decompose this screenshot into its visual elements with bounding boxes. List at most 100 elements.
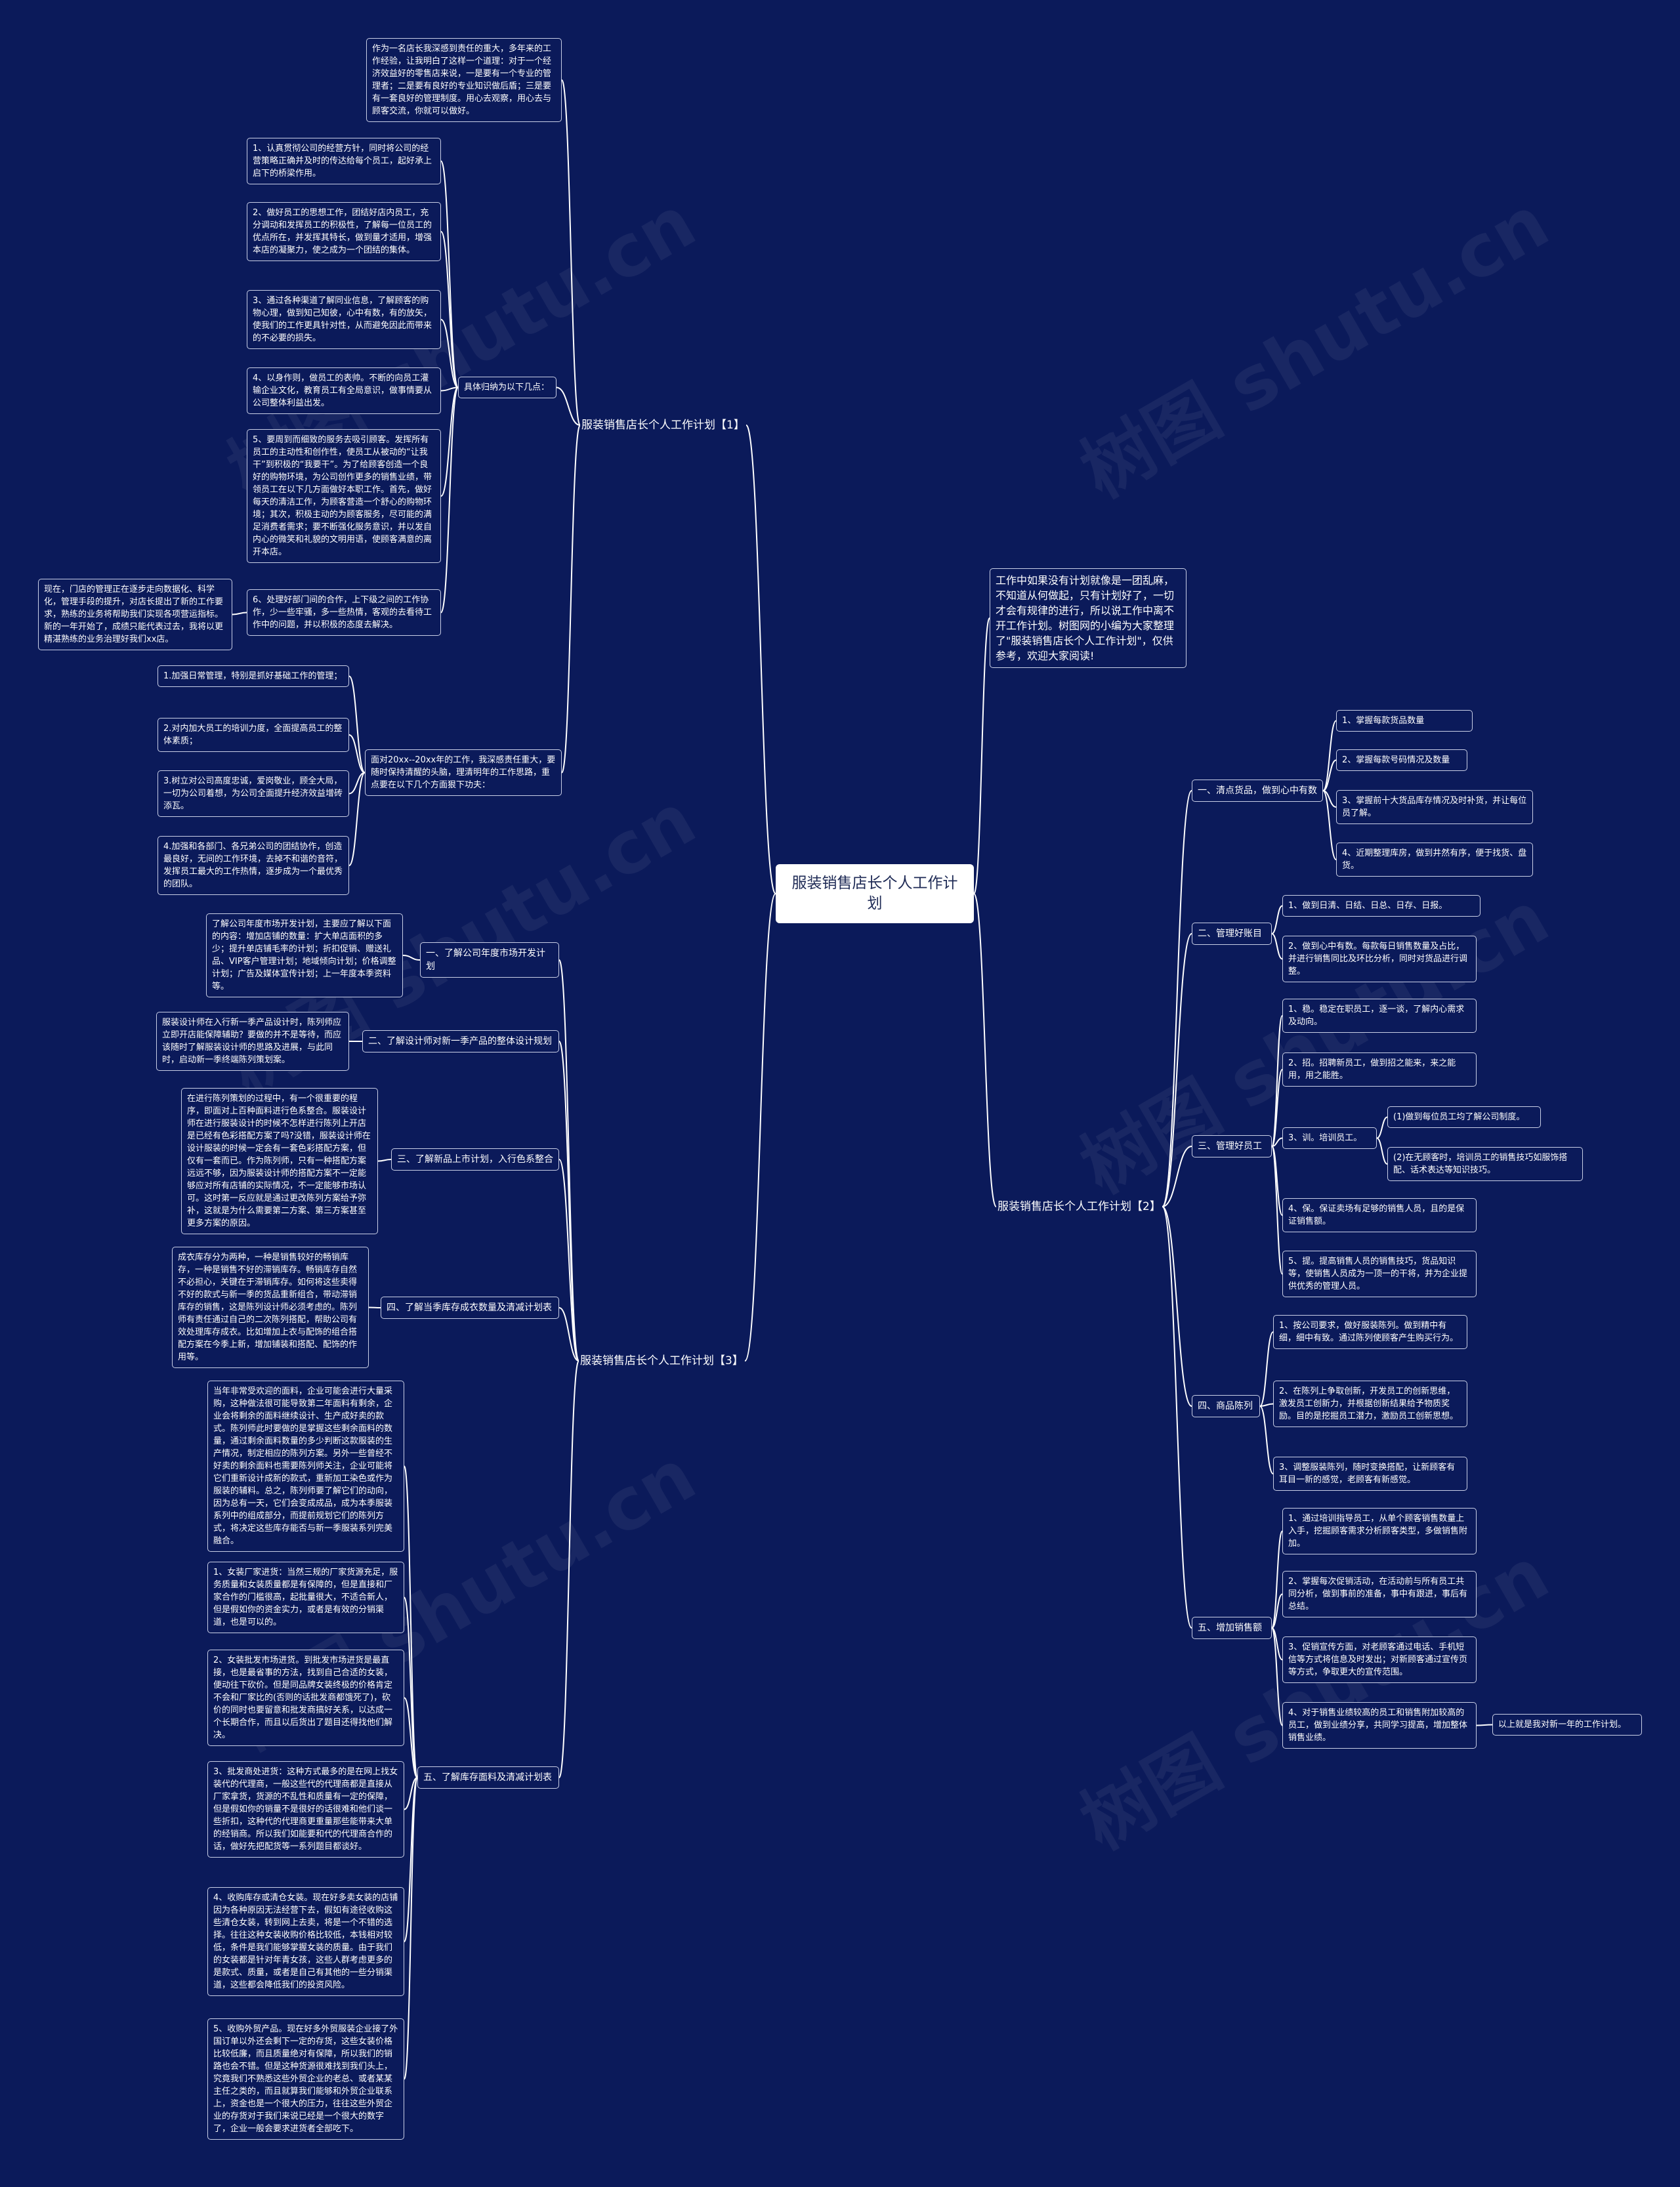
connector-line — [1271, 1015, 1283, 1147]
connector-line — [556, 386, 581, 426]
t3-section[interactable]: 二、了解设计师对新一季产品的整体设计规划 — [362, 1030, 559, 1052]
connector-line — [1476, 1724, 1493, 1726]
connector-line — [232, 612, 247, 615]
t2-item[interactable]: 5、提。提高销售人员的销售技巧，货品知识等，使销售人员成为一顶一的干将，并为企业… — [1282, 1251, 1477, 1297]
t2-section[interactable]: 一、清点货品，做到心中有数 — [1192, 780, 1323, 802]
connector-line — [1271, 1627, 1283, 1726]
t1-point[interactable]: 2、做好员工的思想工作，团结好店内员工，充分调动和发挥员工的积极性，了解每一位员… — [247, 202, 441, 261]
connector-line — [558, 959, 579, 1362]
t3-section[interactable]: 三、了解新品上市计划，入行色系整合 — [391, 1148, 559, 1171]
connector-line — [440, 231, 459, 388]
t1-year-point[interactable]: 4.加强和各部门、各兄弟公司的团结协作，创造最良好，无间的工作环境，去掉不和谐的… — [158, 836, 349, 895]
t1-point[interactable]: 3、通过各种渠道了解同业信息，了解顾客的购物心理，做到知己知彼，心中有数，有的放… — [247, 290, 441, 349]
connector-line — [1322, 720, 1337, 791]
connector-line — [1259, 1331, 1274, 1407]
connector-line — [1376, 1137, 1388, 1165]
connector-line — [404, 1777, 418, 1942]
topic-1[interactable]: 服装销售店长个人工作计划【1】 — [581, 419, 745, 432]
connector-line — [440, 386, 459, 614]
t2-item[interactable]: 1、做到日清、日结、日总、日存、日报。 — [1282, 895, 1480, 917]
t2-item[interactable]: 4、对于销售业绩较高的员工和销售附加较高的员工，做到业绩分享，共同学习提高，增加… — [1282, 1702, 1477, 1749]
connector-line — [558, 1041, 579, 1362]
t3-text[interactable]: 成衣库存分为两种，一种是销售较好的畅销库存，一种是销售不好的滞销库存。畅销库存自… — [172, 1247, 369, 1368]
t1-point[interactable]: 4、以身作则，做员工的表帅。不断的向员工灌输企业文化，教育员工有全局意识，做事情… — [247, 367, 441, 414]
connector-line — [1162, 1146, 1192, 1207]
t1-year-point[interactable]: 3.树立对公司高度忠诚，爱岗敬业，顾全大局，一切为公司着想，为公司全面提升经济效… — [158, 770, 349, 817]
connector-line — [1271, 1069, 1283, 1147]
t2-item[interactable]: 3、掌握前十大货品库存情况及时补货，并让每位员了解。 — [1336, 790, 1533, 824]
t2-item[interactable]: 4、近期整理库房，做到井然有序，便于找货、盘货。 — [1336, 843, 1533, 877]
t2-section[interactable]: 五、增加销售额 — [1192, 1617, 1272, 1639]
t2-section[interactable]: 二、管理好账目 — [1192, 923, 1272, 945]
connector-line — [402, 955, 421, 961]
connector-line — [558, 1159, 579, 1362]
t3-text[interactable]: 在进行陈列策划的过程中，有一个很重要的程序，即面对上百种面料进行色系整合。服装设… — [181, 1088, 378, 1234]
t2-item[interactable]: 4、保。保证卖场有足够的销售人员，且的是保证销售额。 — [1282, 1198, 1477, 1232]
t2-item[interactable]: 3、促销宣传方面，对老顾客通过电话、手机短信等方式将信息及时发出；对新顾客通过宣… — [1282, 1636, 1477, 1683]
t2-section[interactable]: 四、商品陈列 — [1192, 1395, 1260, 1417]
t2-section[interactable]: 三、管理好员工 — [1192, 1135, 1272, 1157]
t1-year-point[interactable]: 2.对内加大员工的培训力度，全面提高员工的整体素质； — [158, 718, 349, 752]
t2-item[interactable]: 2、掌握每款号码情况及数量 — [1336, 749, 1467, 771]
t2-item[interactable]: 2、掌握每次促销活动，在活动前与所有员工共同分析，做到事前的准备，事中有跟进，事… — [1282, 1571, 1477, 1617]
connector-line — [404, 1596, 418, 1778]
t1-point[interactable]: 5、要周到而细致的服务去吸引顾客。发挥所有员工的主动性和创作性，使员工从被动的“… — [247, 429, 441, 563]
t3-section[interactable]: 四、了解当季库存成衣数量及清减计划表 — [381, 1297, 559, 1319]
connector-line — [561, 79, 581, 426]
connector-line — [1162, 1206, 1192, 1407]
t3-item[interactable]: 2、女装批发市场进货。到批发市场进货是最直接，也是最省事的方法，找到自己合适的女… — [207, 1650, 404, 1746]
t3-item[interactable]: 1、女装厂家进货：当然三规的厂家货源充足，服务质量和女装质量都是有保障的，但是直… — [207, 1562, 404, 1633]
topic-3[interactable]: 服装销售店长个人工作计划【3】 — [580, 1354, 744, 1367]
connector-line — [744, 893, 776, 1362]
t3-text[interactable]: 服装设计师在入行新一季产品设计时，陈列师应立即开店能保障辅助？要做的并不是等待，… — [156, 1012, 349, 1071]
t1-label[interactable]: 具体归纳为以下几点： — [458, 377, 556, 398]
t2-training[interactable]: (1)做到每位员工均了解公司制度。 — [1387, 1106, 1541, 1128]
t2-item[interactable]: 2、在陈列上争取创新，开发员工的创新思维，激发员工创新力，并根据创新结果给予物质… — [1273, 1381, 1467, 1427]
t1-year-point[interactable]: 1.加强日常管理，特别是抓好基础工作的管理； — [158, 665, 349, 687]
connector-line — [404, 1697, 418, 1778]
t2-item[interactable]: 2、招。招聘新员工，做到招之能来，来之能用，用之能胜。 — [1282, 1052, 1477, 1087]
connector-line — [973, 893, 997, 1207]
t3-item[interactable]: 3、批发商处进货：这种方式最多的是在网上找女装代的代理商，一般这些代的代理商都是… — [207, 1761, 404, 1858]
connector-line — [1271, 1593, 1283, 1629]
t1-point[interactable]: 6、处理好部门间的合作，上下级之间的工作协作，少一些牢骚，多一些热情，客观的去看… — [247, 589, 441, 636]
connector-line — [348, 772, 366, 866]
t2-item[interactable]: 2、做到心中有数。每款每日销售数量及占比，并进行销售同比及环比分析，同时对货品进… — [1282, 936, 1477, 982]
t2-item[interactable]: 3、调整服装陈列，随时变换搭配，让新顾客有耳目一新的感觉，老顾客有新感觉。 — [1273, 1457, 1467, 1491]
t3-item[interactable]: 5、收购外贸产品。现在好多外贸服装企业接了外国订单以外还会剩下一定的存货，这些女… — [207, 2018, 404, 2140]
t1-intro[interactable]: 作为一名店长我深感到责任的重大，多年来的工作经验，让我明白了这样一个道理：对于一… — [366, 38, 562, 122]
t1-point[interactable]: 1、认真贯彻公司的经营方针，同时将公司的经营策略正确并及时的传达给每个员工，起好… — [247, 138, 441, 184]
t1-side-note[interactable]: 现在，门店的管理正在逐步走向数据化、科学化，管理手段的提升，对店长提出了新的工作… — [38, 579, 232, 650]
connector-line — [1259, 1406, 1274, 1474]
topic-2[interactable]: 服装销售店长个人工作计划【2】 — [998, 1200, 1161, 1213]
connector-line — [440, 319, 459, 388]
t3-item[interactable]: 当年非常受欢迎的面料，企业可能会进行大量采购，这种做法很可能导致第二年面料有剩余… — [207, 1381, 404, 1552]
connector-line — [746, 425, 776, 894]
connector-line — [558, 1307, 579, 1362]
t3-section[interactable]: 五、了解库存面料及清减计划表 — [417, 1766, 559, 1789]
connector-line — [440, 386, 459, 392]
t2-item[interactable]: 1、稳。稳定在职员工，逐一谈，了解内心需求及动向。 — [1282, 999, 1477, 1033]
connector-line — [348, 734, 366, 774]
connector-line — [404, 1777, 418, 2080]
t3-text[interactable]: 了解公司年度市场开发计划，主要应了解以下面的内容：增加店铺的数量：扩大单店面积的… — [206, 913, 403, 997]
t2-item[interactable]: 1、按公司要求，做好服装陈列。做到精中有细，细中有致。通过陈列使顾客产生购买行为… — [1273, 1315, 1467, 1349]
intro-note[interactable]: 工作中如果没有计划就像是一团乱麻，不知道从何做起，只有计划好了，一切才会有规律的… — [990, 568, 1186, 668]
t2-closing[interactable]: 以上就是我对新一年的工作计划。 — [1492, 1714, 1642, 1736]
t1-year-intro[interactable]: 面对20xx--20xx年的工作，我深感责任重大，要随时保持清醒的头脑，理清明年… — [365, 749, 562, 796]
connector-line — [348, 675, 366, 774]
connector-line — [1376, 1116, 1388, 1139]
t2-item[interactable]: 3、训。培训员工。 — [1282, 1127, 1377, 1149]
connector-line — [1322, 790, 1337, 860]
t2-item[interactable]: 1、通过培训指导员工，从单个顾客销售数量上入手，挖掘顾客需求分析顾客类型，多做销… — [1282, 1508, 1477, 1554]
connector-line — [1162, 933, 1192, 1207]
t3-item[interactable]: 4、收购库存或清仓女装。现在好多卖女装的店铺因为各种原因无法经营下去，假如有途径… — [207, 1887, 404, 1996]
root-node[interactable]: 服装销售店长个人工作计划 — [776, 864, 974, 923]
connector-line — [1271, 933, 1283, 960]
t2-training[interactable]: (2)在无顾客时，培训员工的销售技巧如服饰搭配、话术表达等知识技巧。 — [1387, 1147, 1583, 1181]
t3-section[interactable]: 一、了解公司年度市场开发计划 — [420, 942, 559, 978]
connector-line — [1162, 790, 1192, 1207]
connector-line — [1271, 905, 1283, 934]
t2-item[interactable]: 1、掌握每款货品数量 — [1336, 710, 1473, 732]
